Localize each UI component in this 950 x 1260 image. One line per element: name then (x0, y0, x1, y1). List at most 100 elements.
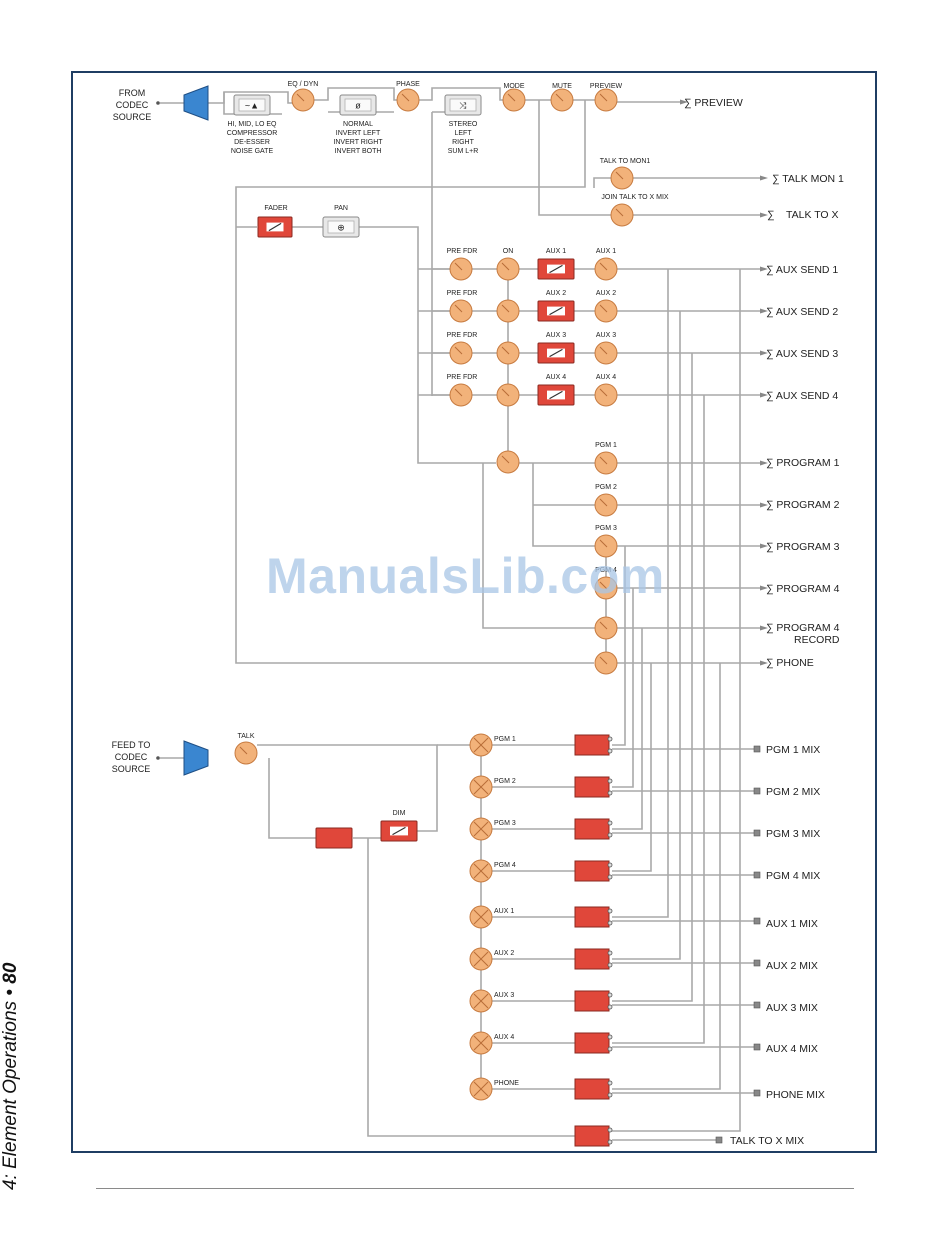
bus-label: ∑ TALK MON 1 (772, 173, 844, 185)
phone-knob[interactable] (594, 651, 618, 675)
mode-box[interactable]: ⤨ (444, 94, 482, 116)
mode-option: SUM L+R (448, 148, 479, 155)
feed-speaker-icon (183, 740, 209, 776)
mix-knob-4[interactable] (469, 859, 493, 883)
mix-output-label: PGM 2 MIX (766, 786, 820, 798)
aux-fader-3[interactable] (537, 342, 575, 364)
mix-tap-5 (612, 269, 669, 918)
mode-knob[interactable] (502, 88, 526, 112)
mix-knob-label: PHONE (494, 1080, 519, 1087)
mix-knob-8[interactable] (469, 1031, 493, 1055)
pan-label: PAN (334, 205, 348, 212)
record-knob[interactable] (594, 616, 618, 640)
mix-knob-label: PGM 1 (494, 736, 516, 743)
dim-fader[interactable] (380, 820, 418, 842)
output-jack-icon (753, 829, 761, 837)
output-jack-icon (753, 917, 761, 925)
main-fader[interactable] (257, 216, 293, 238)
arrow-icon (760, 308, 768, 314)
pre-fdr-knob-1[interactable] (449, 257, 473, 281)
arrow-icon (760, 502, 768, 508)
aux-knob-2[interactable] (594, 299, 618, 323)
mix-knob-3[interactable] (469, 817, 493, 841)
mix-knob-label: AUX 2 (494, 950, 514, 957)
bus-label: ∑ PROGRAM 3 (766, 541, 840, 553)
aux-fader-label: AUX 3 (546, 332, 566, 339)
aux-knob-3[interactable] (594, 341, 618, 365)
mix-knob-2[interactable] (469, 775, 493, 799)
aux-fader-2[interactable] (537, 300, 575, 322)
talk-down-line (268, 758, 316, 839)
arrow-icon (680, 99, 688, 105)
talk-to-mon1-knob[interactable] (610, 166, 634, 190)
arrow-icon (760, 660, 768, 666)
pre-fdr-knob-3[interactable] (449, 341, 473, 365)
mix-knob-9[interactable] (469, 1077, 493, 1101)
mix-tap-7 (612, 353, 693, 1002)
pan-box[interactable]: ⊕ (322, 216, 360, 238)
mix-knob-7[interactable] (469, 989, 493, 1013)
phase-knob[interactable] (396, 88, 420, 112)
phase-box[interactable]: ø (339, 94, 377, 116)
bus-label: TALK TO X (786, 209, 839, 221)
mix-knob-1[interactable] (469, 733, 493, 757)
on-knob-4[interactable] (496, 383, 520, 407)
mix-output-label: AUX 3 MIX (766, 1002, 818, 1014)
on-knob-3[interactable] (496, 341, 520, 365)
aux-fader-4[interactable] (537, 384, 575, 406)
pgm4-knob[interactable] (594, 576, 618, 600)
source-in-label: SOURCE (113, 112, 152, 122)
pre-fdr-label: PRE FDR (447, 248, 478, 255)
talk-knob[interactable] (234, 741, 258, 765)
mix-knob-label: AUX 3 (494, 992, 514, 999)
box-glyph: ⊕ (337, 223, 345, 233)
on-knob-1[interactable] (496, 257, 520, 281)
eq-dyn-knob[interactable] (291, 88, 315, 112)
pre-fdr-knob-2[interactable] (449, 299, 473, 323)
aux-fader-1[interactable] (537, 258, 575, 280)
mix-knob-label: AUX 1 (494, 908, 514, 915)
eq-dyn-box[interactable]: ~▲ (233, 94, 271, 116)
eq-line (208, 91, 293, 104)
mix-block-7 (574, 990, 613, 1012)
talk-to-mon1-label: TALK TO MON1 (600, 158, 651, 165)
components: ~▲ ø ⤨ ⊕ (156, 85, 761, 1147)
preview-knob[interactable] (594, 88, 618, 112)
output-jack-icon (753, 1043, 761, 1051)
join-talk-line (538, 100, 611, 216)
bus-label: ∑ AUX SEND 3 (766, 348, 838, 360)
bus-label: ∑ PREVIEW (684, 97, 743, 109)
bus-label: RECORD (794, 634, 840, 646)
mute-label: MUTE (552, 83, 572, 90)
sum-icon: ∑ (767, 209, 775, 221)
aux-knob-1[interactable] (594, 257, 618, 281)
mute-knob[interactable] (550, 88, 574, 112)
mix-knob-5[interactable] (469, 905, 493, 929)
on-label: ON (503, 248, 514, 255)
phase-option: INVERT LEFT (336, 130, 381, 137)
mix-output-label: PGM 1 MIX (766, 744, 820, 756)
pre-fdr-knob-4[interactable] (449, 383, 473, 407)
pgm1-knob[interactable] (594, 451, 618, 475)
mix-knob-6[interactable] (469, 947, 493, 971)
eq-option: DE-ESSER (234, 139, 270, 146)
pgm-on-knob[interactable] (496, 450, 520, 474)
on-knob-2[interactable] (496, 299, 520, 323)
phase-option: NORMAL (343, 121, 373, 128)
feed-out-label: SOURCE (112, 764, 151, 774)
mix-block-6 (574, 948, 613, 970)
bus-label: ∑ PROGRAM 2 (766, 499, 840, 511)
box-glyph: ~▲ (245, 101, 259, 111)
output-jack-icon (753, 787, 761, 795)
mix-block-5 (574, 906, 613, 928)
pgm2-knob[interactable] (594, 493, 618, 517)
aux-knob-4[interactable] (594, 383, 618, 407)
box-glyph: ø (355, 101, 361, 111)
mix-knob-label: PGM 4 (494, 862, 516, 869)
mode-line (418, 87, 503, 101)
join-talk-knob[interactable] (610, 203, 634, 227)
pgm3-knob[interactable] (594, 534, 618, 558)
talk-level-fader[interactable] (315, 827, 353, 849)
arrow-icon (760, 625, 768, 631)
input-jack-icon (156, 101, 160, 105)
